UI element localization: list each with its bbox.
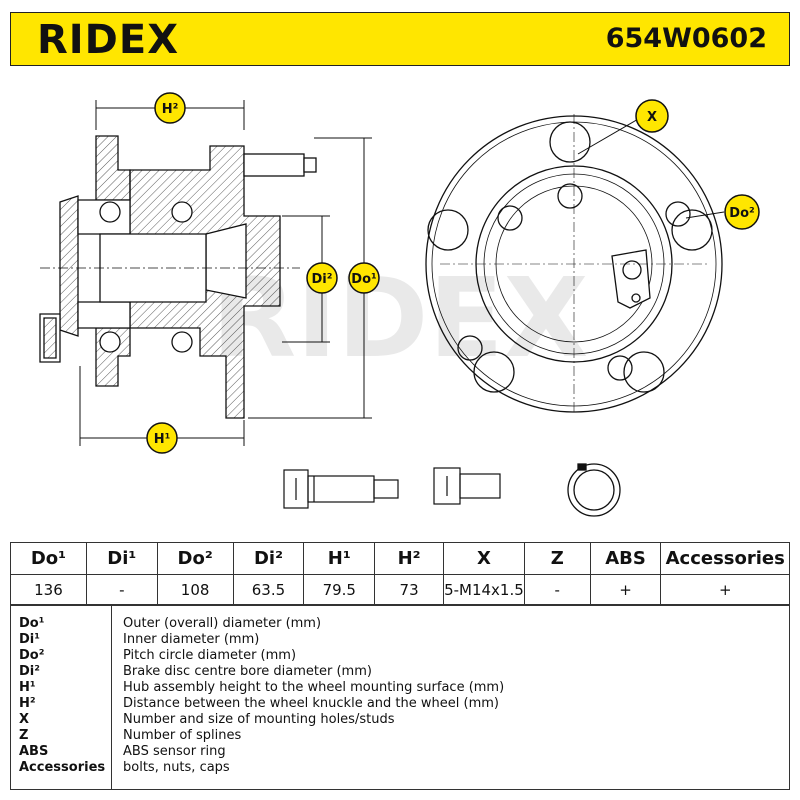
value-x: 5-M14x1.5: [442, 574, 525, 605]
di2-label: Di²: [312, 272, 333, 287]
legend-key: X: [19, 712, 30, 727]
do2-label: Do²: [729, 206, 754, 221]
legend-row: Do² Pitch circle diameter (mm): [11, 648, 791, 664]
bolt-short: [433, 467, 501, 505]
value-di2: 63.5: [232, 574, 305, 605]
spec-table: Do¹ Di¹ Do² Di² H¹ H² X Z ABS Accessorie…: [10, 542, 790, 605]
legend-desc: bolts, nuts, caps: [123, 760, 230, 775]
legend-desc: Hub assembly height to the wheel mountin…: [123, 680, 505, 695]
hub-front-view: [425, 114, 725, 414]
do1-label: Do¹: [351, 272, 376, 287]
header-do1: Do¹: [10, 542, 87, 575]
legend-row: ABS ABS sensor ring: [11, 744, 791, 760]
header-di1: Di¹: [85, 542, 158, 575]
value-h1: 79.5: [303, 574, 376, 605]
legend-desc: ABS sensor ring: [123, 744, 226, 759]
technical-drawing: RIDEX: [39, 92, 760, 517]
header-x: X: [442, 542, 525, 575]
do2-badge: Do²: [724, 194, 760, 230]
bolt-long: [283, 469, 399, 509]
value-accessories: +: [660, 574, 790, 605]
dust-cap: [567, 463, 621, 517]
legend-desc: Inner diameter (mm): [123, 632, 260, 647]
header-h2: H²: [374, 542, 444, 575]
header-h1: H¹: [303, 542, 376, 575]
legend-key: Accessories: [19, 760, 106, 775]
legend-row: Di² Brake disc centre bore diameter (mm): [11, 664, 791, 680]
legend-key: ABS: [19, 744, 49, 759]
legend-key: H¹: [19, 680, 36, 695]
legend-key: H²: [19, 696, 36, 711]
h1-badge: H¹: [146, 422, 178, 454]
legend-key: Do²: [19, 648, 45, 663]
legend-row: Z Number of splines: [11, 728, 791, 744]
legend-desc: Brake disc centre bore diameter (mm): [123, 664, 372, 679]
legend-row: H¹ Hub assembly height to the wheel moun…: [11, 680, 791, 696]
value-h2: 73: [374, 574, 444, 605]
legend-key: Di²: [19, 664, 40, 679]
legend-row: Di¹ Inner diameter (mm): [11, 632, 791, 648]
legend-row: H² Distance between the wheel knuckle an…: [11, 696, 791, 712]
legend-row: Do¹ Outer (overall) diameter (mm): [11, 616, 791, 632]
h2-badge: H²: [154, 92, 186, 124]
legend-desc: Number of splines: [123, 728, 242, 743]
h2-label: H²: [162, 102, 179, 117]
header-di2: Di²: [232, 542, 305, 575]
brand-logo: RIDEX: [37, 17, 180, 63]
legend-box: Do¹ Outer (overall) diameter (mm) Di¹ In…: [10, 605, 790, 790]
legend-row: X Number and size of mounting holes/stud…: [11, 712, 791, 728]
value-do2: 108: [156, 574, 234, 605]
h1-label: H¹: [154, 432, 171, 447]
header-bar: RIDEX 654W0602: [10, 12, 790, 66]
di2-badge: Di²: [306, 262, 338, 294]
hub-cross-section: [39, 135, 317, 419]
header-accessories: Accessories: [660, 542, 790, 575]
value-do1: 136: [10, 574, 87, 605]
legend-desc: Outer (overall) diameter (mm): [123, 616, 322, 631]
legend-desc: Distance between the wheel knuckle and t…: [123, 696, 499, 711]
spec-header-row: Do¹ Di¹ Do² Di² H¹ H² X Z ABS Accessorie…: [10, 542, 790, 575]
value-di1: -: [85, 574, 158, 605]
legend-key: Do¹: [19, 616, 45, 631]
header-abs: ABS: [589, 542, 662, 575]
part-number: 654W0602: [605, 23, 767, 54]
spec-value-row: 136 - 108 63.5 79.5 73 5-M14x1.5 - + +: [10, 574, 790, 605]
header-z: Z: [523, 542, 591, 575]
header-do2: Do²: [156, 542, 234, 575]
legend-row: Accessories bolts, nuts, caps: [11, 760, 791, 776]
do1-badge: Do¹: [348, 262, 380, 294]
x-badge: X: [635, 99, 669, 133]
legend-desc: Number and size of mounting holes/studs: [123, 712, 395, 727]
x-label: X: [647, 110, 657, 125]
value-abs: +: [589, 574, 662, 605]
legend-desc: Pitch circle diameter (mm): [123, 648, 297, 663]
legend-key: Di¹: [19, 632, 40, 647]
value-z: -: [523, 574, 591, 605]
legend-key: Z: [19, 728, 29, 743]
legend-divider: [111, 606, 112, 789]
